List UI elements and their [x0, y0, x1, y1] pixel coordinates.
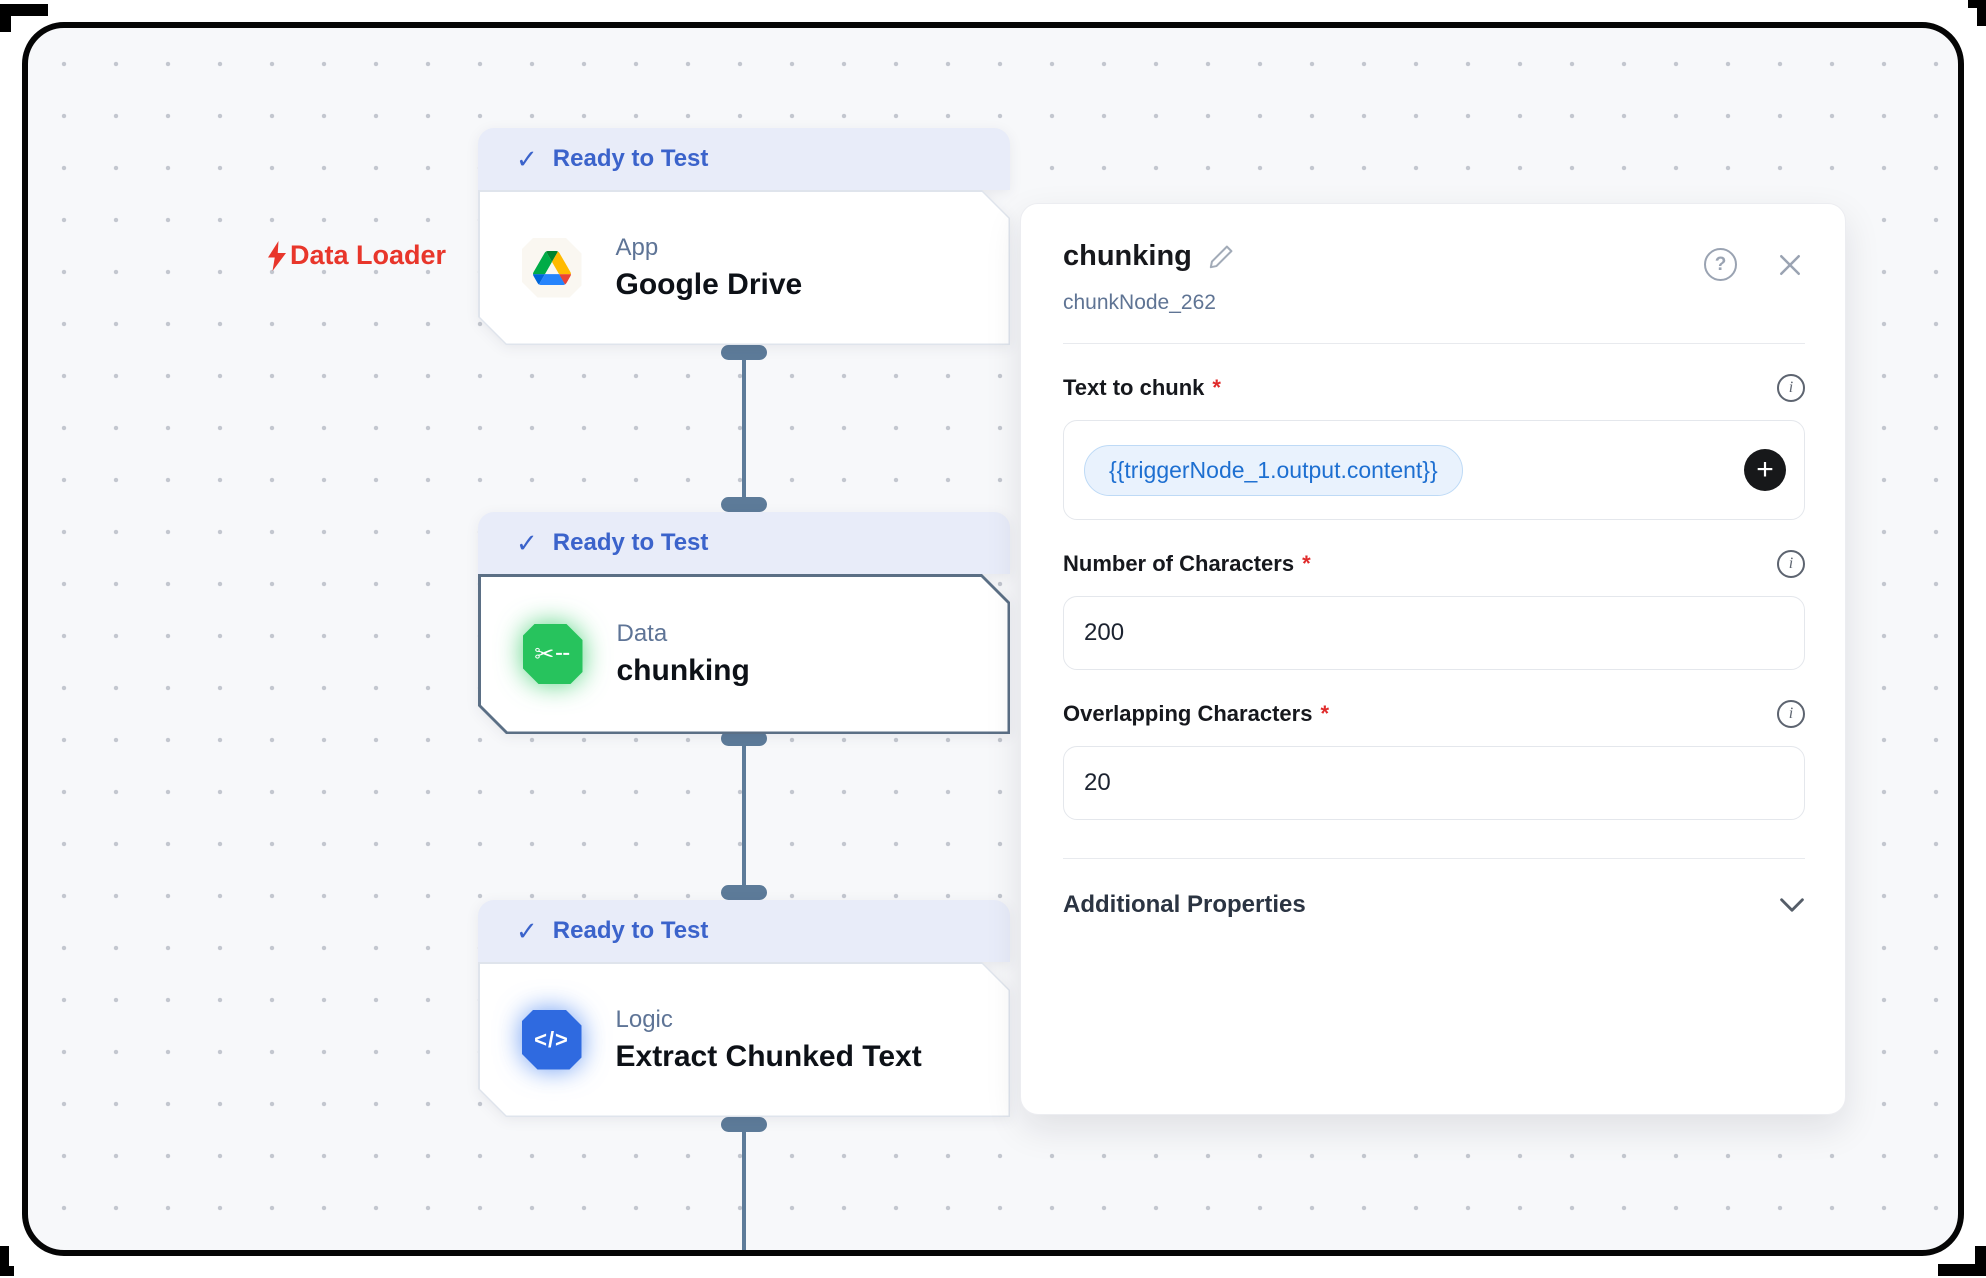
overlapping-characters-input[interactable]: 20: [1063, 746, 1805, 820]
text-to-chunk-input[interactable]: {{triggerNode_1.output.content}} +: [1063, 420, 1805, 520]
field-label-text-to-chunk: Text to chunk: [1063, 375, 1205, 400]
node-title: chunking: [616, 654, 750, 687]
google-drive-icon: [522, 238, 582, 298]
check-icon: ✓: [516, 915, 538, 946]
status-badge: ✓ Ready to Test: [478, 128, 1010, 190]
node-category: Logic: [615, 1005, 673, 1033]
chevron-down-icon: [1780, 898, 1804, 912]
close-icon[interactable]: [1775, 250, 1805, 280]
node-title: Google Drive: [615, 267, 803, 301]
variable-token-chip[interactable]: {{triggerNode_1.output.content}}: [1084, 444, 1463, 496]
status-badge: ✓ Ready to Test: [478, 900, 1010, 962]
panel-title: chunking: [1063, 240, 1192, 272]
connector-line: [742, 735, 746, 896]
number-of-characters-input[interactable]: 200: [1063, 596, 1805, 670]
required-asterisk: *: [1302, 551, 1311, 576]
crop-mark-top-left: [0, 4, 48, 32]
node-category: App: [615, 233, 659, 261]
connector-handle: [721, 497, 767, 512]
status-badge: ✓ Ready to Test: [478, 512, 1010, 574]
node-properties-panel: chunking ? chunkNode_262 Text to chunk *…: [1020, 203, 1846, 1115]
connector-handle: [721, 345, 767, 360]
annotation-label: Data Loader: [290, 240, 447, 270]
node-title: Extract Chunked Text: [615, 1039, 922, 1073]
connector-edge: [721, 345, 767, 512]
info-icon[interactable]: i: [1777, 550, 1805, 578]
connector-edge: [721, 731, 767, 900]
node-card[interactable]: ✂╌ Data chunking: [478, 574, 1010, 734]
node-google-drive[interactable]: ✓ Ready to Test: [478, 128, 1010, 345]
node-card[interactable]: </> Logic Extract Chunked Text: [478, 962, 1010, 1117]
node-card[interactable]: App Google Drive: [478, 190, 1010, 345]
connector-handle: [721, 1117, 767, 1132]
scissors-icon: ✂╌: [523, 624, 583, 684]
add-variable-button[interactable]: +: [1744, 449, 1786, 491]
connector-edge: [721, 1117, 767, 1250]
connector-handle: [721, 731, 767, 746]
crop-mark-top-right: [1968, 0, 1986, 26]
divider: [1063, 343, 1805, 344]
field-label-overlapping-characters: Overlapping Characters: [1063, 701, 1313, 726]
check-icon: ✓: [516, 143, 538, 174]
node-category: Data: [616, 620, 668, 647]
connector-line: [742, 349, 746, 508]
field-label-number-of-characters: Number of Characters: [1063, 551, 1295, 576]
node-chunking[interactable]: ✓ Ready to Test ✂╌ Data chunking: [478, 512, 1010, 734]
status-badge-label: Ready to Test: [552, 917, 709, 944]
divider: [1063, 858, 1805, 859]
edit-pencil-icon[interactable]: [1208, 243, 1235, 270]
status-badge-label: Ready to Test: [552, 145, 709, 172]
node-id-label: chunkNode_262: [1063, 291, 1216, 314]
required-asterisk: *: [1212, 375, 1221, 400]
node-extract-chunked-text[interactable]: ✓ Ready to Test </> Logic Extract Chunke…: [478, 900, 1010, 1117]
lightning-bolt-icon: [268, 240, 286, 271]
connector-handle: [721, 885, 767, 900]
help-icon[interactable]: ?: [1704, 248, 1737, 281]
additional-properties-label: Additional Properties: [1063, 891, 1306, 918]
workflow-canvas[interactable]: Data Loader ✓ Ready to Test: [22, 22, 1964, 1256]
check-icon: ✓: [516, 527, 538, 558]
additional-properties-toggle[interactable]: Additional Properties: [1063, 891, 1805, 919]
crop-mark-bottom-right: [1938, 1246, 1986, 1276]
code-icon: </>: [522, 1010, 582, 1070]
status-badge-label: Ready to Test: [552, 529, 709, 556]
connector-line: [742, 1121, 746, 1250]
info-icon[interactable]: i: [1777, 374, 1805, 402]
crop-mark-bottom-left: [0, 1246, 14, 1276]
info-icon[interactable]: i: [1777, 700, 1805, 728]
required-asterisk: *: [1320, 701, 1329, 726]
canvas-annotation-data-loader: Data Loader: [266, 240, 446, 271]
